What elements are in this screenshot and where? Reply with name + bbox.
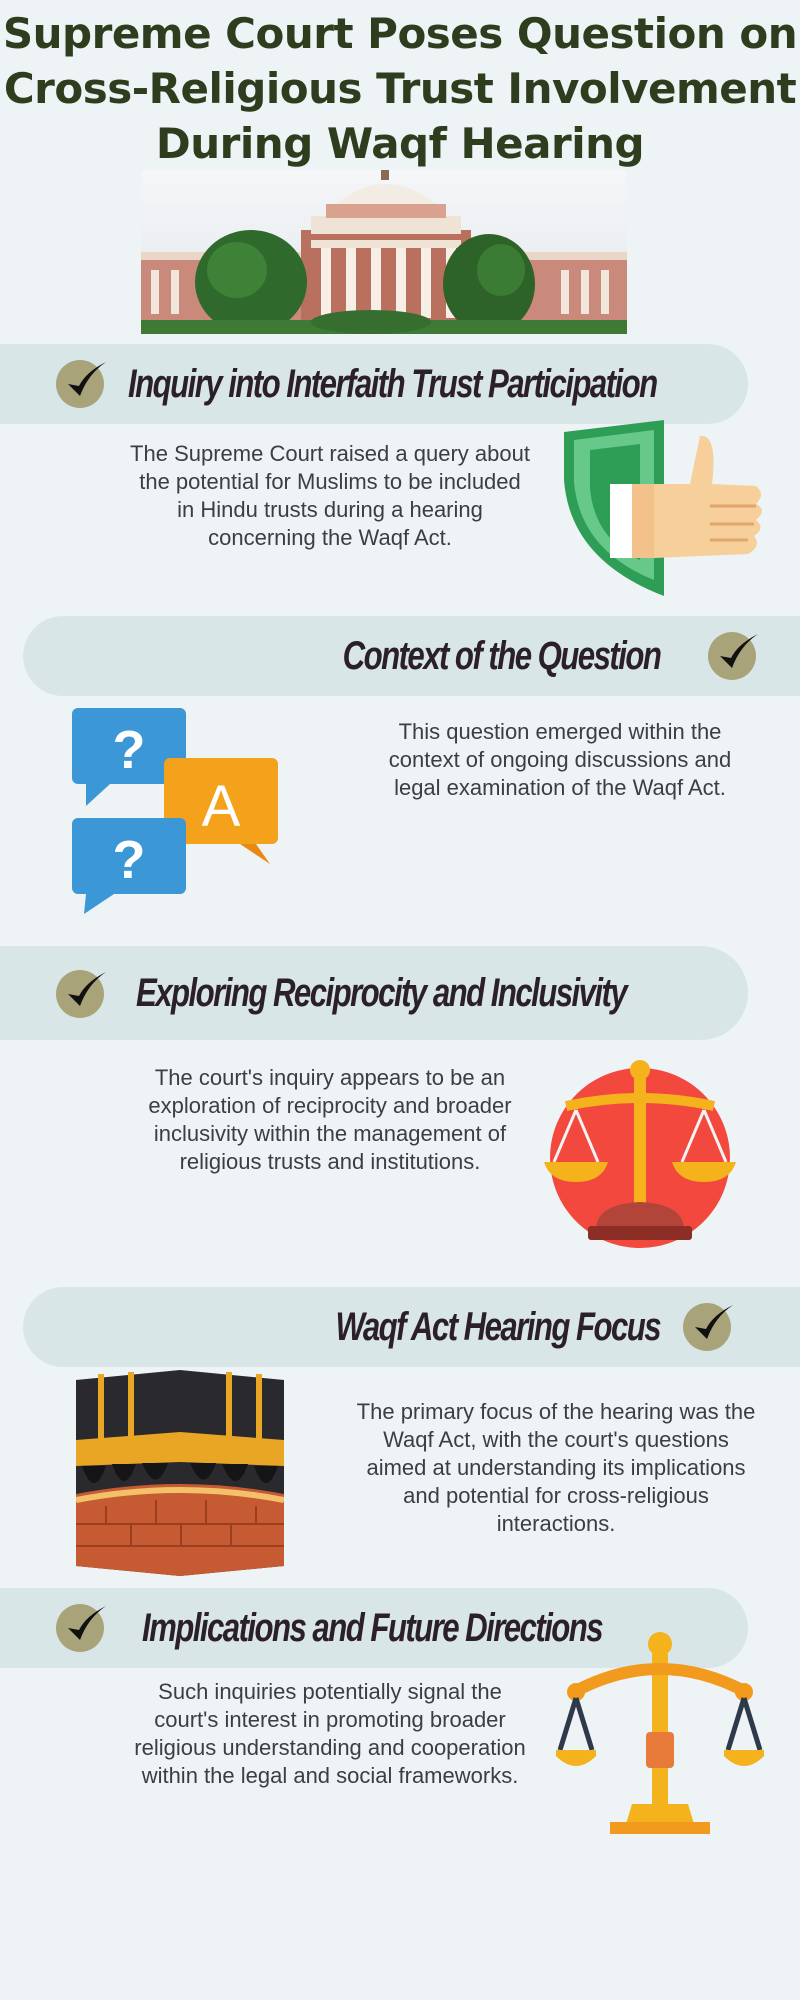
checkmark-icon	[56, 970, 106, 1018]
section-3-banner: Exploring Reciprocity and Inclusivity	[0, 946, 748, 1040]
checkmark-icon	[683, 1303, 733, 1351]
section-5-text: Such inquiries potentially signal the co…	[134, 1679, 526, 1788]
section-5-heading: Implications and Future Directions	[142, 1606, 604, 1650]
title-line-1: Supreme Court Poses Question on	[2, 9, 798, 58]
section-1-text: The Supreme Court raised a query about t…	[130, 441, 530, 550]
question-mark-1: ?	[113, 720, 146, 780]
justice-scale-icon	[544, 1060, 736, 1248]
checkmark-icon	[708, 632, 758, 680]
section-1-heading: Inquiry into Interfaith Trust Participat…	[128, 362, 658, 406]
section-2-banner: Context of the Question	[23, 616, 800, 696]
section-4-banner: Waqf Act Hearing Focus	[23, 1287, 800, 1367]
answer-letter: A	[202, 774, 241, 839]
page-title: Supreme Court Poses Question on Cross-Re…	[0, 6, 800, 171]
section-2-text: This question emerged within the context…	[388, 719, 732, 800]
kaaba-icon	[76, 1370, 284, 1576]
question-mark-2: ?	[113, 830, 146, 890]
section-4-heading: Waqf Act Hearing Focus	[335, 1305, 661, 1349]
title-line-2: Cross-Religious Trust Involvement	[3, 64, 797, 113]
section-1-banner: Inquiry into Interfaith Trust Participat…	[0, 344, 748, 424]
section-4-text: The primary focus of the hearing was the…	[356, 1399, 756, 1536]
supreme-court-building-image	[141, 170, 627, 334]
section-3-heading: Exploring Reciprocity and Inclusivity	[136, 971, 628, 1015]
section-2-heading: Context of the Question	[342, 634, 661, 678]
balance-scale-icon	[556, 1632, 764, 1834]
section-5-banner: Implications and Future Directions	[0, 1588, 748, 1668]
title-line-3: During Waqf Hearing	[155, 119, 645, 168]
section-3-text: The court's inquiry appears to be an exp…	[148, 1065, 512, 1174]
checkmark-icon	[56, 1604, 106, 1652]
question-answer-icon: ? A ?	[72, 708, 278, 914]
checkmark-icon	[56, 360, 106, 408]
thumbs-up-shield-icon	[564, 420, 762, 596]
